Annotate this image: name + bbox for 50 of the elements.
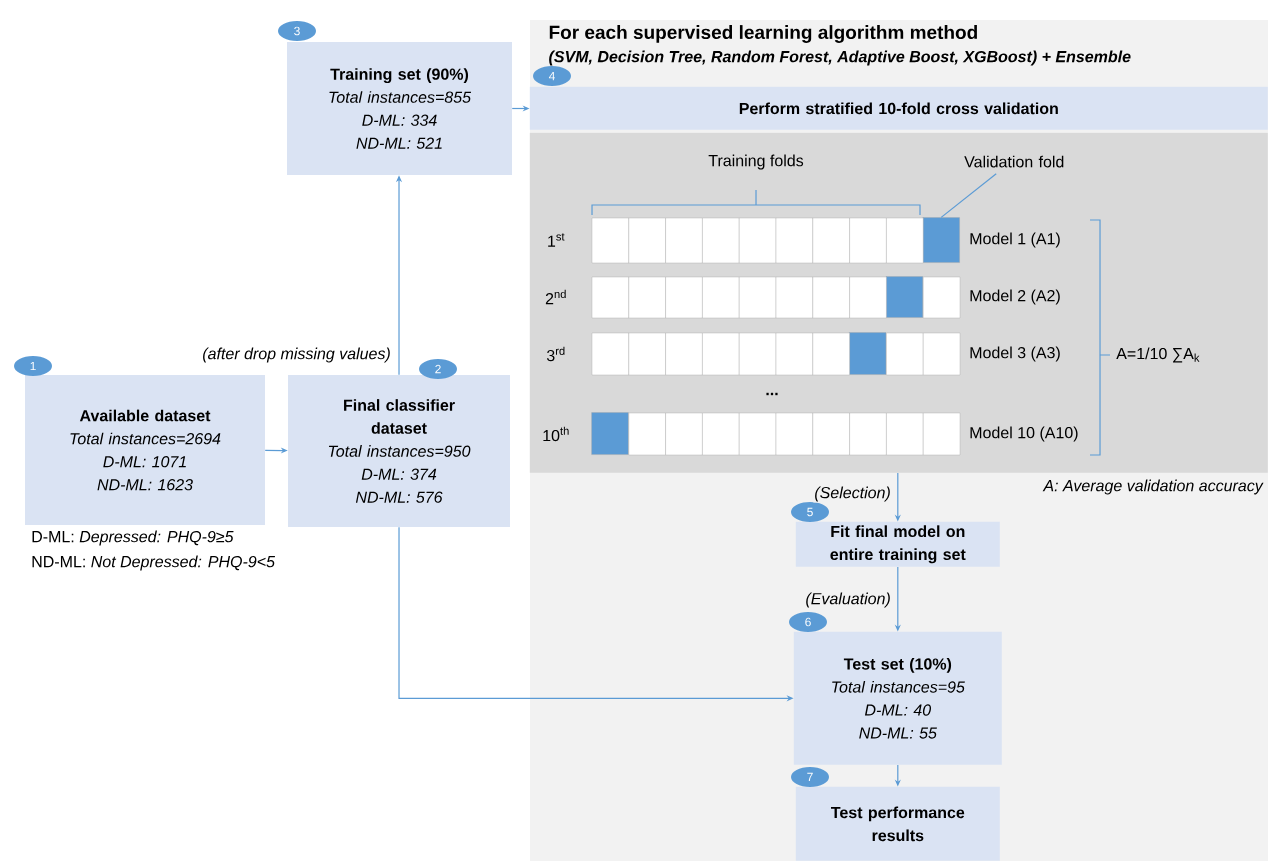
formula-label: A=1/10 ∑A$_{k}$ <box>1116 347 1200 363</box>
node-label: ND-ML: 521 <box>356 137 442 149</box>
process-box: Fit final model on entire training set <box>795 521 1000 567</box>
row-label: 2$^{nd}$ <box>545 289 566 305</box>
number-badge: 1 <box>14 356 52 376</box>
node-label: D-ML: 334 <box>362 114 437 126</box>
process-box: Test performance results <box>795 786 1000 861</box>
node-label: D-ML: 40 <box>864 704 932 716</box>
validation-fold-cell <box>849 332 887 375</box>
node-label: Test set (10%) <box>843 657 952 673</box>
bracket-label: Training folds <box>708 154 804 170</box>
row-label: 3$^{rd}$ <box>546 346 565 362</box>
note: ND-ML: Not Depressed: PHQ-9<5 <box>32 555 275 571</box>
number-badge: 5 <box>791 502 829 522</box>
callout-text: Validation fold <box>964 155 1064 168</box>
process-box: Available dataset Total instances=2694 D-ML: 1071 ND-ML: 1623 <box>25 375 265 525</box>
node-label: Total instances=950 <box>328 445 471 457</box>
number-badge: 7 <box>791 767 829 787</box>
node-label: Total instances=2694 <box>70 432 221 445</box>
model-label: Model 3 (A3) <box>970 346 1060 362</box>
process-box: Final classifier dataset Total instances=950 D-ML: 374 ND-ML: 576 <box>288 375 510 527</box>
process-box: Training set (90%) Total instances=855 D-ML: 334 ND-ML: 521 <box>287 42 512 175</box>
node-label: Training set (90%) <box>330 68 469 84</box>
row-label: 1$^{st}$ <box>548 233 565 247</box>
node-label: Total instances=855 <box>329 91 472 103</box>
node-label: D-ML: 1071 <box>103 456 186 468</box>
model-label: Model 10 (A10) <box>970 426 1078 442</box>
note: A: Average validation accuracy <box>1042 479 1264 495</box>
process-box: Test set (10%) Total instances=95 D-ML: 40 ND-ML: 55 <box>793 631 1002 765</box>
node-label: ND-ML: 55 <box>859 727 937 739</box>
ellipsis: ... <box>766 392 778 396</box>
process-box: Perform stratified 10-fold cross validation <box>529 86 1268 130</box>
node-label: Available dataset <box>79 409 211 422</box>
panel-subtitle: (SVM, Decision Tree, Random Forest, Adaptive Boost, XGBoost) + Ensemble <box>549 50 1131 66</box>
node-label: ND-ML: 1623 <box>97 479 193 491</box>
node-label: ND-ML: 576 <box>355 491 443 503</box>
edge-label: (after drop missing values) <box>201 346 392 364</box>
validation-fold-cell <box>591 412 629 455</box>
row-label: 10$^{th}$ <box>543 426 569 442</box>
node-label: D-ML: 374 <box>361 468 437 480</box>
number-badge: 4 <box>533 66 571 86</box>
node-label: Total instances=95 <box>832 680 965 693</box>
validation-fold-cell <box>922 217 960 263</box>
number-badge: 3 <box>278 21 316 41</box>
validation-fold-cell <box>885 276 923 318</box>
number-badge: 6 <box>789 612 827 632</box>
panel-title: For each supervised learning algorithm method <box>549 25 977 43</box>
number-badge: 2 <box>419 359 457 379</box>
node-label: Final classifier dataset <box>344 399 455 434</box>
model-label: Model 2 (A2) <box>970 289 1060 305</box>
